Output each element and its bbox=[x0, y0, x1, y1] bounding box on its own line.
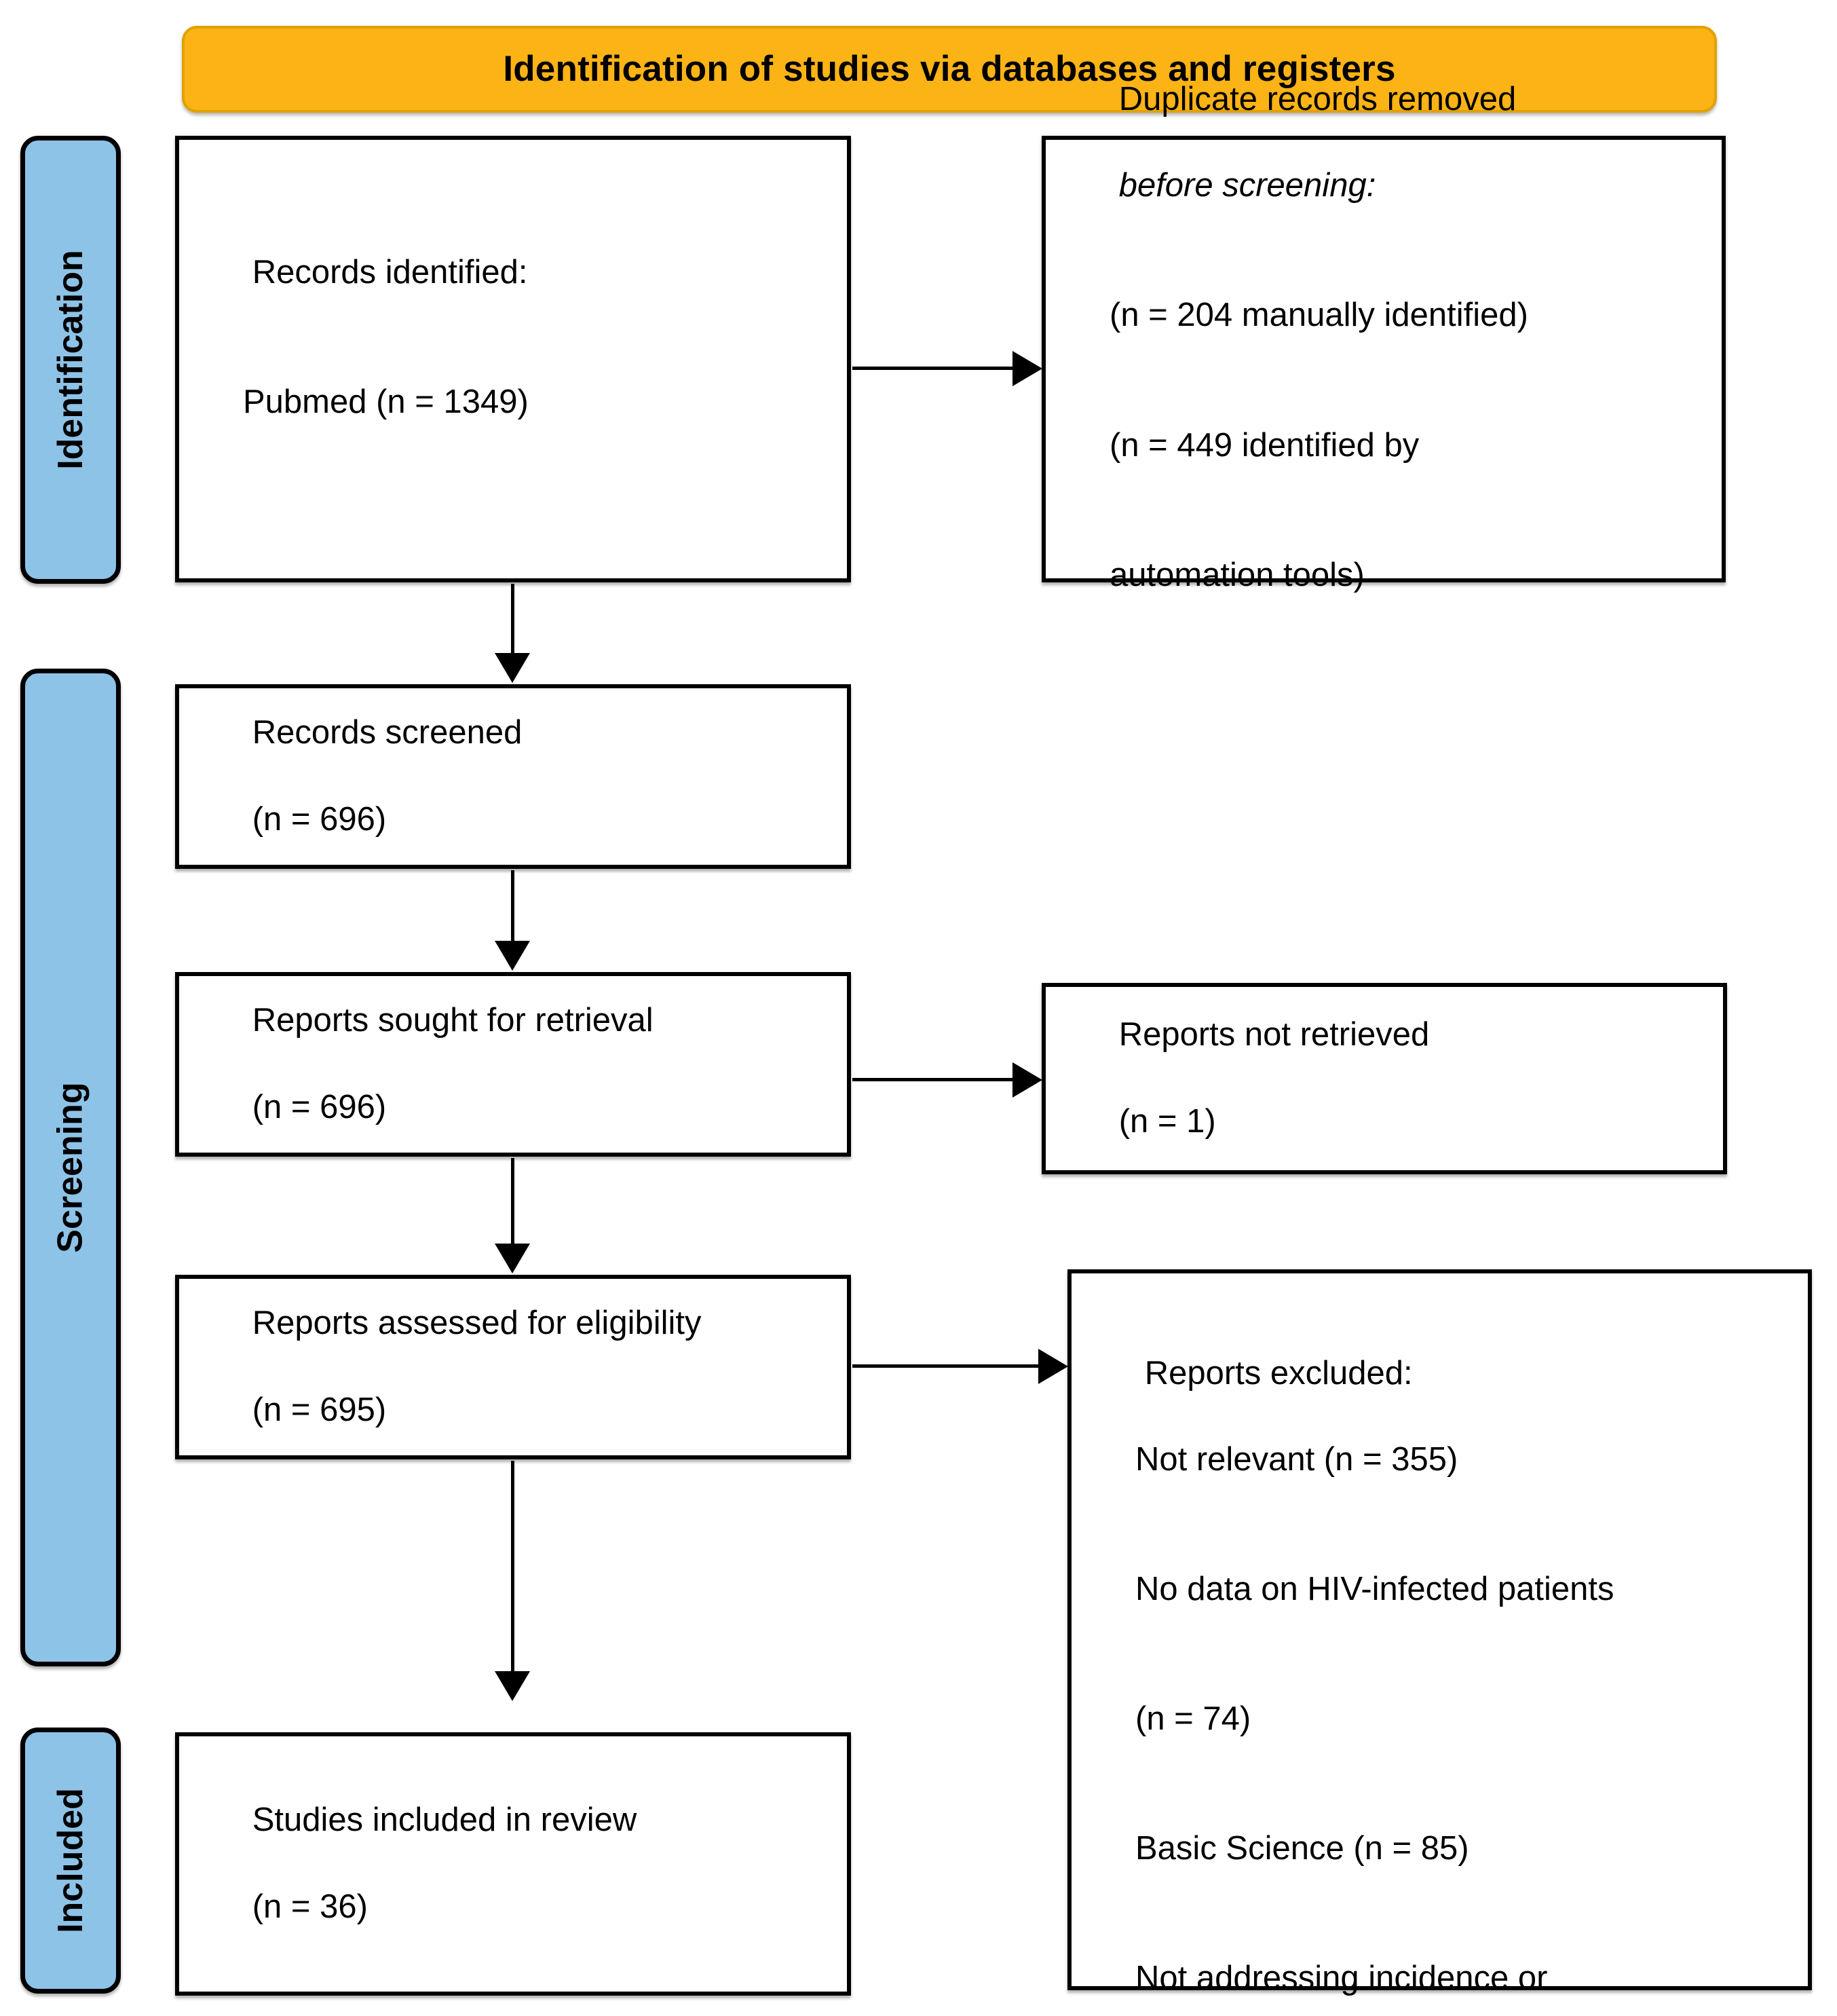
arrow-shaft bbox=[511, 1158, 514, 1245]
reports-assessed-line1: Reports assessed for eligibility bbox=[252, 1305, 702, 1342]
arrow-shaft bbox=[852, 1078, 1015, 1081]
duplicates-line5: automation tools) bbox=[1110, 556, 1365, 593]
box-reports-assessed-text: Reports assessed for eligibility (n = 69… bbox=[179, 1259, 847, 1475]
box-records-identified-text: Records identified: Pubmed (n = 1349) bbox=[179, 208, 847, 510]
arrow-head-right-icon bbox=[1012, 351, 1042, 386]
arrow-head-right-icon bbox=[1012, 1062, 1042, 1098]
records-identified-line2: Pubmed (n = 1349) bbox=[243, 383, 529, 420]
reports-not-retrieved-line1: Reports not retrieved bbox=[1118, 1016, 1430, 1053]
reports-sought-line2: (n = 696) bbox=[252, 1088, 387, 1125]
box-reports-sought-for-retrieval: Reports sought for retrieval (n = 696) bbox=[175, 972, 851, 1157]
stage-bar-identification: Identification bbox=[20, 136, 121, 584]
stage-label-identification: Identification bbox=[51, 250, 90, 470]
arrow-shaft bbox=[511, 584, 514, 657]
duplicates-line4: (n = 449 identified by bbox=[1110, 426, 1420, 464]
records-screened-line1: Records screened bbox=[252, 714, 523, 751]
reports-excluded-item: Basic Science (n = 85) bbox=[1135, 1830, 1469, 1867]
box-reports-not-retrieved: Reports not retrieved (n = 1) bbox=[1042, 983, 1727, 1174]
box-duplicates-removed-text: Duplicate records removed before screeni… bbox=[1046, 35, 1722, 683]
reports-assessed-line2: (n = 695) bbox=[252, 1391, 387, 1428]
box-reports-assessed-for-eligibility: Reports assessed for eligibility (n = 69… bbox=[175, 1275, 851, 1459]
arrow-head-down-icon bbox=[495, 1244, 530, 1273]
arrow-head-right-icon bbox=[1038, 1349, 1068, 1384]
reports-excluded-item: (n = 74) bbox=[1135, 1700, 1251, 1738]
box-reports-sought-text: Reports sought for retrieval (n = 696) bbox=[179, 956, 847, 1172]
reports-not-retrieved-line2: (n = 1) bbox=[1118, 1102, 1216, 1140]
studies-included-line2: (n = 36) bbox=[252, 1888, 368, 1925]
box-records-screened-text: Records screened (n = 696) bbox=[179, 669, 847, 884]
arrow-head-down-icon bbox=[495, 941, 530, 971]
page-title: Identification of studies via databases … bbox=[503, 48, 1396, 89]
stage-bar-screening: Screening bbox=[20, 669, 121, 1666]
box-studies-included-text: Studies included in review (n = 36) bbox=[179, 1756, 847, 1972]
reports-sought-line1: Reports sought for retrieval bbox=[252, 1002, 654, 1039]
reports-excluded-heading: Reports excluded: bbox=[1144, 1354, 1413, 1392]
reports-excluded-item: Not relevant (n = 355) bbox=[1135, 1441, 1458, 1478]
studies-included-line1: Studies included in review bbox=[252, 1802, 637, 1839]
box-studies-included-in-review: Studies included in review (n = 36) bbox=[175, 1732, 851, 1996]
arrow-head-down-icon bbox=[495, 1671, 530, 1701]
box-reports-excluded: Reports excluded: Not relevant (n = 355)… bbox=[1067, 1269, 1812, 1996]
box-records-identified: Records identified: Pubmed (n = 1349) bbox=[175, 136, 851, 582]
arrow-head-down-icon bbox=[495, 653, 530, 683]
diagram-header-banner: Identification of studies via databases … bbox=[182, 26, 1717, 113]
stage-label-screening: Screening bbox=[51, 1082, 91, 1253]
records-identified-line1: Records identified: bbox=[252, 253, 528, 291]
duplicates-line1: Duplicate records removed bbox=[1118, 81, 1517, 118]
records-screened-line2: (n = 696) bbox=[252, 800, 387, 838]
duplicates-line2: before screening: bbox=[1118, 167, 1376, 204]
reports-excluded-item: No data on HIV-infected patients bbox=[1135, 1571, 1614, 1608]
reports-excluded-item: Not addressing incidence or bbox=[1135, 1960, 1548, 1997]
stage-label-included: Included bbox=[51, 1788, 91, 1933]
box-duplicate-records-removed: Duplicate records removed before screeni… bbox=[1042, 81, 1726, 593]
arrow-shaft bbox=[852, 367, 1015, 370]
arrow-shaft bbox=[852, 1364, 1041, 1368]
box-reports-excluded-text: Reports excluded: Not relevant (n = 355)… bbox=[1072, 1273, 1808, 2016]
box-reports-not-retrieved-text: Reports not retrieved (n = 1) bbox=[1046, 971, 1723, 1187]
box-records-screened: Records screened (n = 696) bbox=[175, 684, 851, 869]
duplicates-line3: (n = 204 manually identified) bbox=[1110, 297, 1528, 334]
stage-bar-included: Included bbox=[20, 1728, 121, 1994]
arrow-shaft bbox=[511, 1461, 514, 1673]
arrow-shaft bbox=[511, 870, 514, 941]
